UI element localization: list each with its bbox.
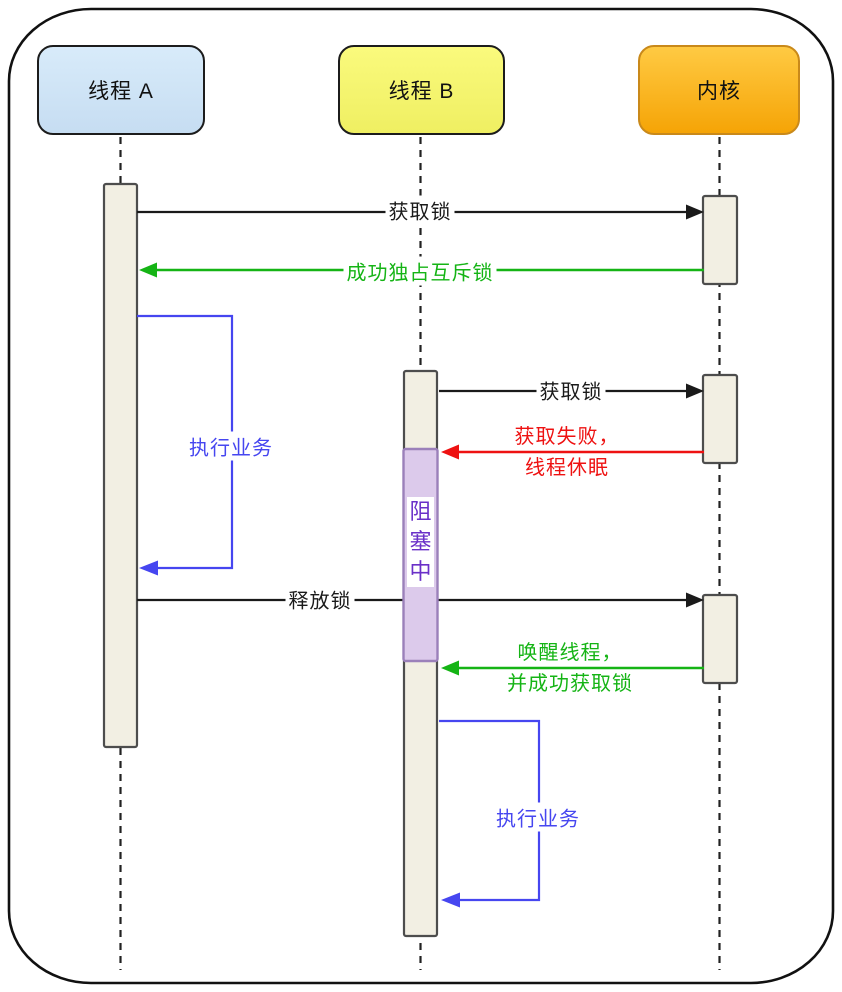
actor-thread-b: 线程 B — [338, 45, 505, 135]
activation-bar-thread-a — [102, 182, 139, 749]
actor-thread-a: 线程 A — [37, 45, 205, 135]
outer-frame — [7, 7, 835, 985]
label-acquire-fail-line1: 获取失败， — [514, 426, 620, 448]
label-acquire-fail-line2: 线程休眠 — [525, 457, 609, 479]
activation-bar-kernel-3 — [701, 593, 739, 685]
actor-kernel-label: 内核 — [697, 80, 741, 103]
label-acquire-lock-2: 获取锁 — [536, 375, 606, 405]
arrow-wake-thread — [441, 660, 704, 676]
actor-kernel: 内核 — [638, 45, 800, 135]
label-wake-thread-line1: 唤醒线程， — [517, 642, 623, 664]
label-wake-thread-line2: 并成功获取锁 — [507, 673, 633, 695]
activation-bar-kernel-2 — [701, 373, 739, 465]
label-acquire-fail: 获取失败， 线程休眠 — [515, 422, 620, 484]
activation-bar-kernel-1 — [701, 194, 739, 286]
actor-thread-b-label: 线程 B — [388, 80, 455, 103]
label-exec-business-b: 执行业务 — [493, 802, 583, 832]
label-acquire-success: 成功独占互斥锁 — [343, 256, 497, 286]
arrow-acquire-fail — [441, 444, 704, 460]
label-wake-thread: 唤醒线程， 并成功获取锁 — [507, 638, 633, 700]
label-release-lock: 释放锁 — [285, 584, 355, 614]
label-acquire-lock-1: 获取锁 — [385, 195, 455, 225]
label-blocking: 阻塞中 — [407, 497, 434, 587]
actor-thread-a-label: 线程 A — [88, 80, 154, 103]
label-exec-business-a: 执行业务 — [186, 431, 276, 461]
